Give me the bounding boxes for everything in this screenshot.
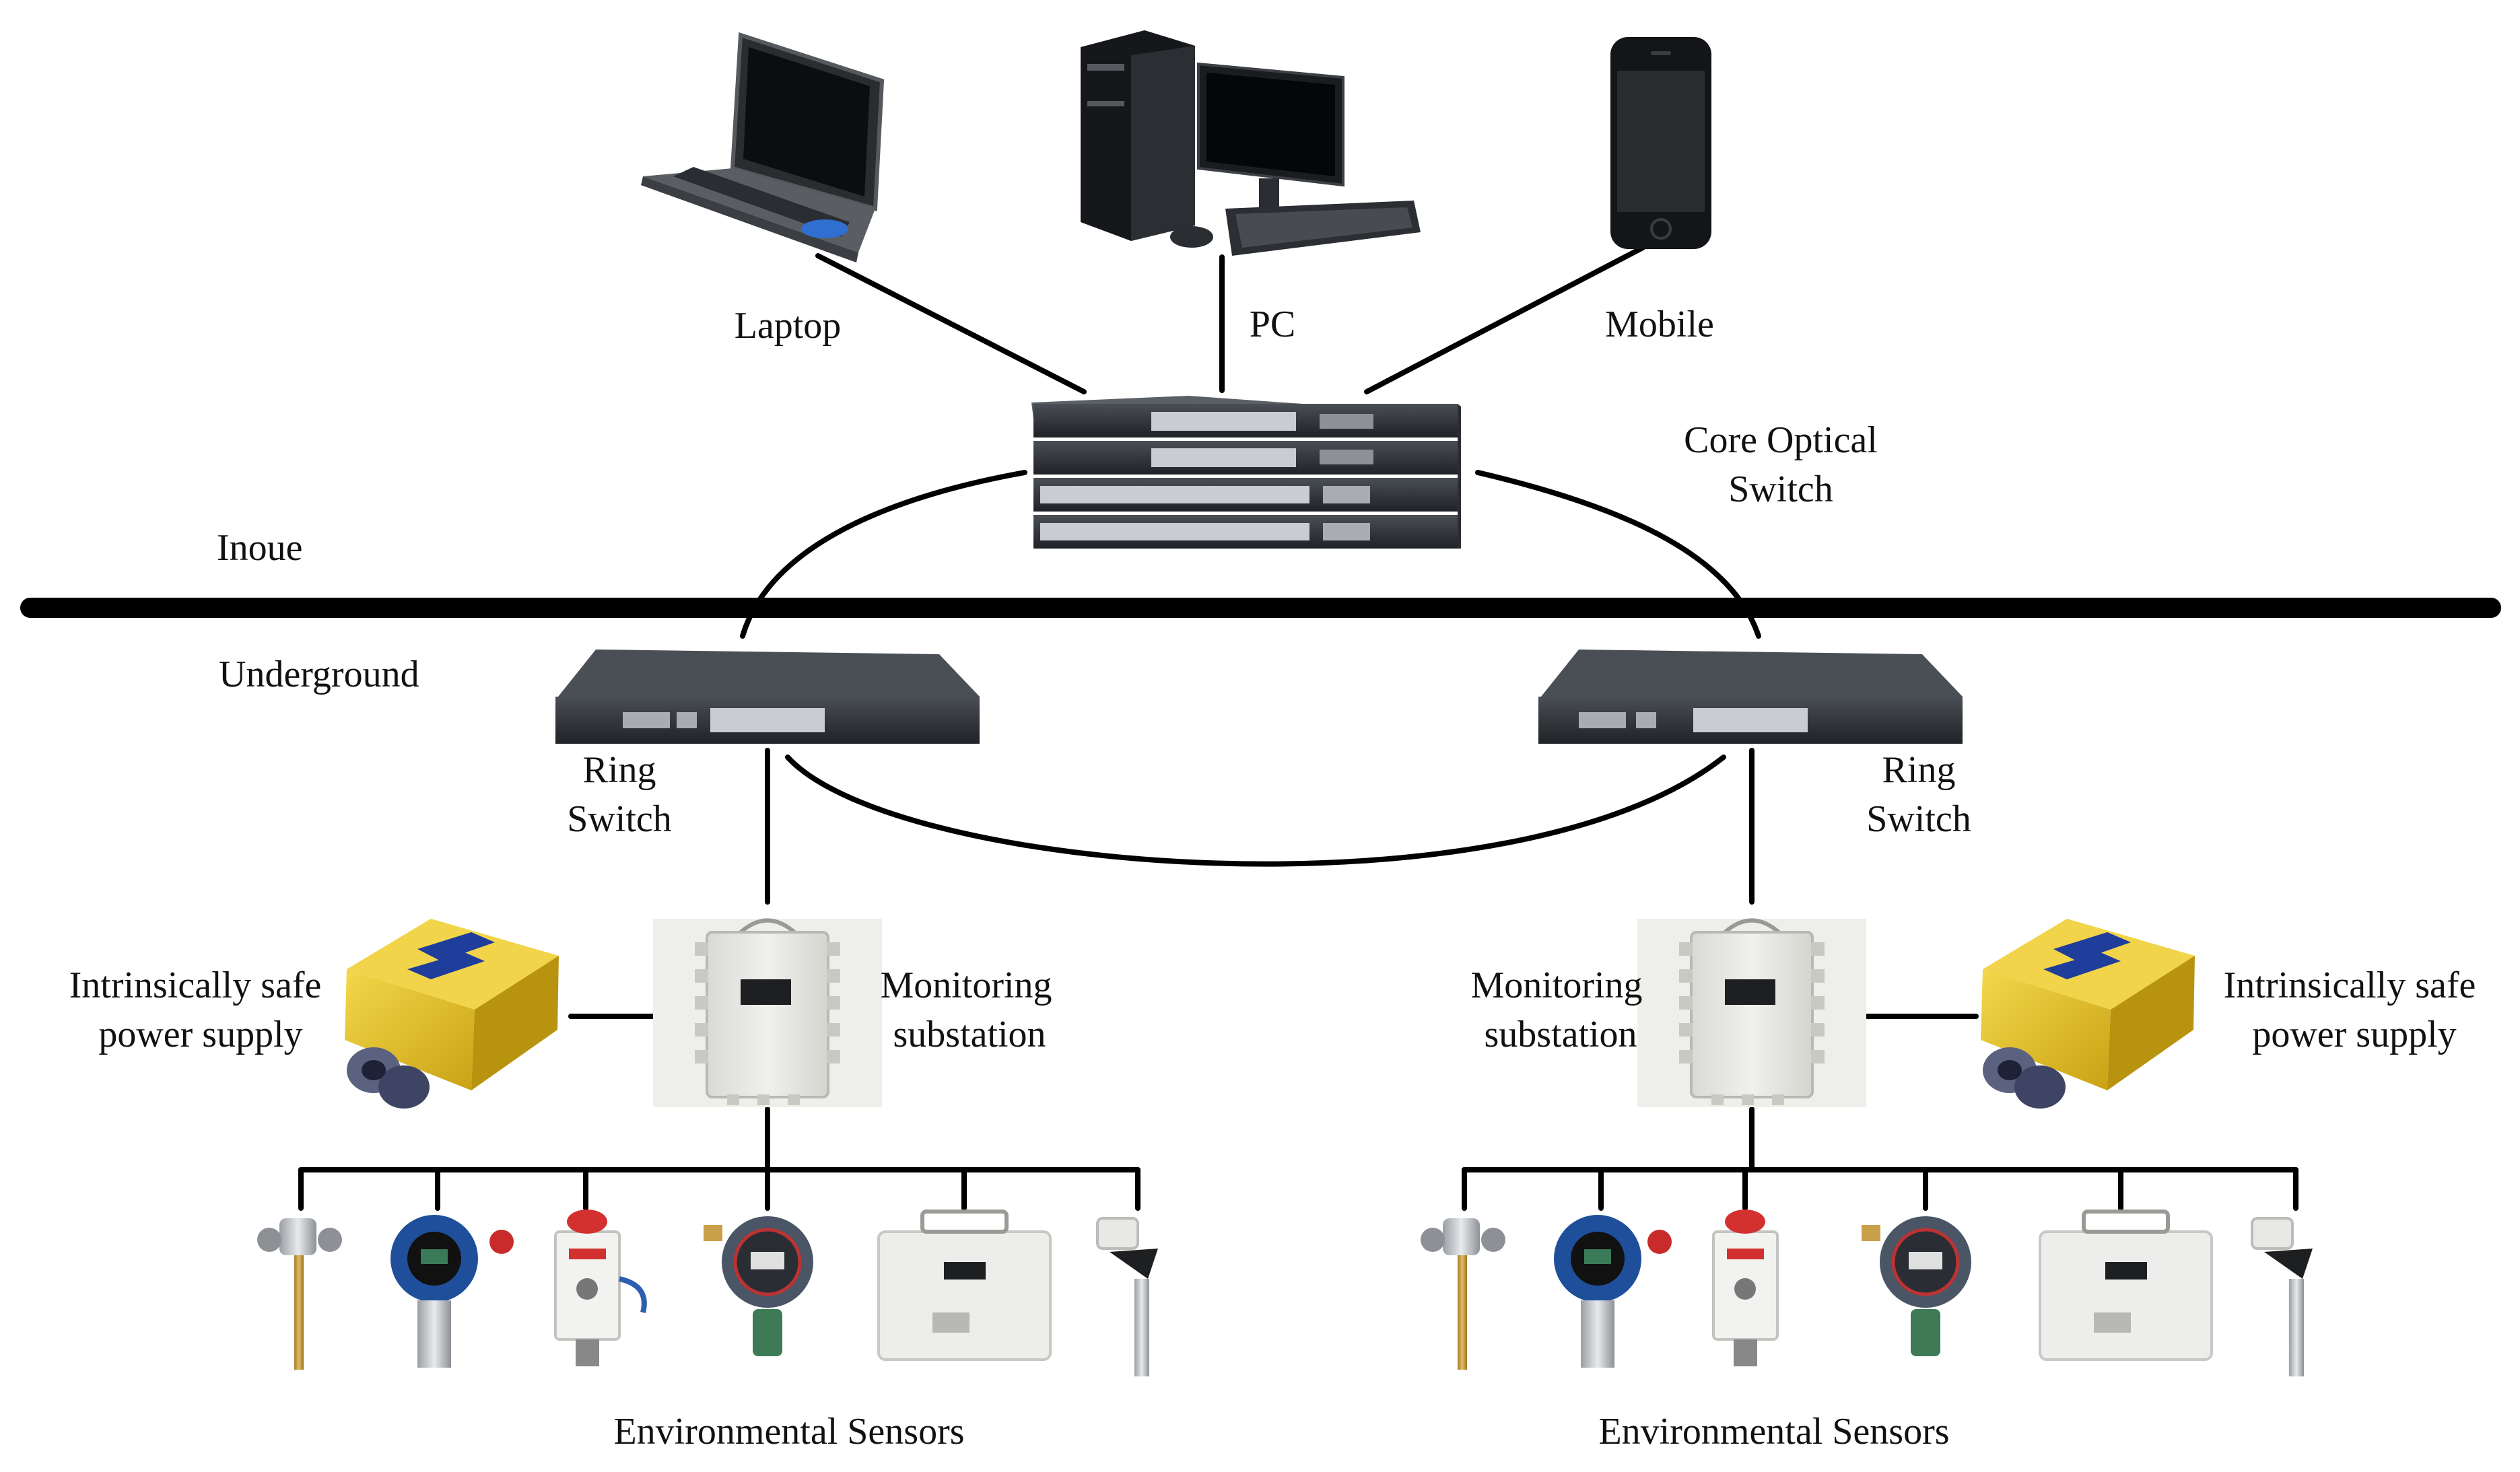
left-ring-switch-icon [555,650,980,744]
smartphone-icon [1610,37,1711,249]
right-ring-switch-icon [1538,650,1963,744]
left-wind-speed-sensor-icon [1096,1217,1158,1376]
right-substation-label-line2: substation [1484,1014,1637,1055]
left-ring-switch-label-line1: Ring [583,749,656,791]
laptop-icon [641,32,885,262]
right-power-supply-label-line1: Intrinsically safe [2224,965,2476,1006]
core-switch-label-line2: Switch [1728,468,1833,510]
right-ring-switch-label-line2: Switch [1866,798,1971,840]
right-ring-switch-label-line1: Ring [1882,749,1956,791]
connection-lines [298,245,2298,1211]
right-substation-label-line1: Monitoring [1470,965,1642,1006]
mobile-label: Mobile [1605,304,1714,345]
right-alarm-sensor-icon [1712,1210,1779,1366]
right-sensors-label: Environmental Sensors [1598,1411,1949,1452]
above-ground-label: Inoue [217,527,303,569]
left-power-supply-label-line2: power supply [98,1014,302,1055]
pc-label: PC [1250,304,1296,345]
right-wind-speed-sensor-icon [2251,1217,2313,1376]
right-power-supply-label-line2: power supply [2252,1014,2456,1055]
laptop-link [815,253,1087,394]
left-power-supply-icon [345,919,559,1109]
left-substation-label-line2: substation [893,1014,1046,1055]
mobile-link [1364,245,1645,394]
right-gas-detector-icon [1862,1216,1971,1356]
right-monitoring-substation-icon [1637,918,1866,1107]
right-dust-sampler-icon [2039,1210,2213,1361]
left-gas-detector-icon [390,1215,514,1368]
desktop-pc-icon [1081,30,1421,256]
right-gas-detector-icon [1554,1215,1672,1368]
core-switch-label-line1: Core Optical [1684,419,1878,461]
right-power-supply-icon [1981,919,2195,1109]
left-power-supply-label-line1: Intrinsically safe [69,965,322,1006]
left-substation-label-line1: Monitoring [880,965,1052,1006]
left-sensors-label: Environmental Sensors [613,1411,964,1452]
left-temperature-probe-icon [257,1218,342,1370]
left-ring-switch-label-line2: Switch [567,798,672,840]
underground-label: Underground [219,654,419,695]
laptop-label: Laptop [735,305,842,347]
left-monitoring-substation-icon [653,918,882,1107]
core-optical-switch-icon [1031,396,1461,549]
left-gas-detector-icon [704,1216,813,1356]
left-dust-sampler-icon [877,1210,1052,1361]
right-temperature-probe-icon [1421,1218,1505,1370]
left-alarm-sensor-icon [554,1210,647,1366]
ring-switch-loop [785,755,1726,867]
